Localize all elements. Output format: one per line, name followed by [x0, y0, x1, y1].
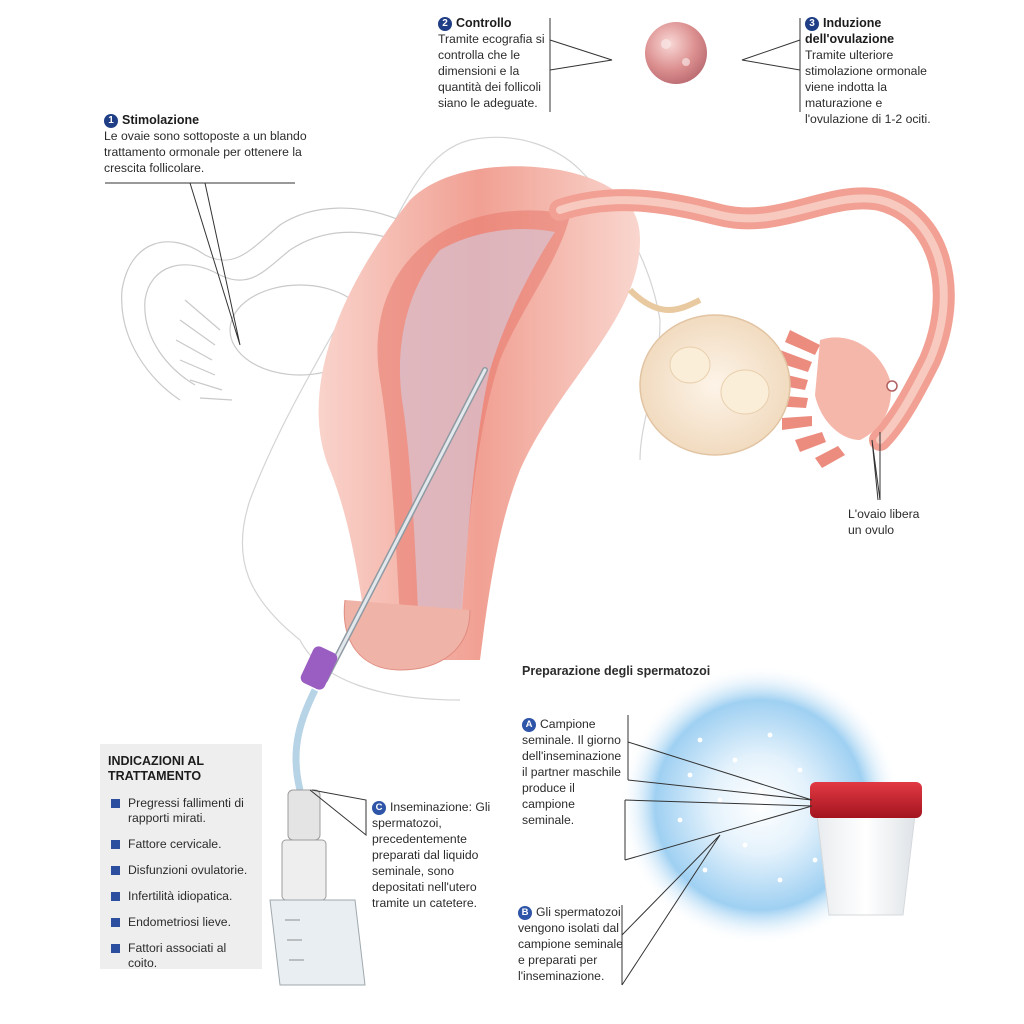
follicle-image [645, 22, 707, 84]
step-description: Inseminazione: Gli spermatozoi, preceden… [372, 800, 491, 910]
bullet-square-icon [111, 918, 120, 927]
step-description: Tramite ulteriore stimolazione ormonale … [805, 48, 931, 126]
indications-title: INDICAZIONI AL TRATTAMENTO [108, 754, 204, 783]
step-letter-badge: C [372, 801, 386, 815]
released-egg [886, 380, 898, 392]
list-item: Fattore cervicale. [108, 837, 254, 852]
bullet-square-icon [111, 799, 120, 808]
indications-list: Pregressi fallimenti di rapporti mirati.… [108, 796, 254, 971]
step-description: Tramite ecografia si controlla che le di… [438, 32, 545, 110]
step-number-badge: 1 [104, 114, 118, 128]
sample-cup [816, 814, 916, 916]
list-item: Pregressi fallimenti di rapporti mirati. [108, 796, 254, 826]
step-description: Gli spermatozoi vengono isolati dal camp… [518, 905, 624, 983]
sperm-prep-title: Preparazione degli spermatozoi [522, 664, 711, 678]
indications-panel: INDICAZIONI AL TRATTAMENTO Pregressi fal… [100, 744, 262, 971]
bullet-square-icon [111, 840, 120, 849]
right-ovary [639, 314, 791, 456]
list-item: Disfunzioni ovulatorie. [108, 863, 254, 878]
sperm-cells [677, 732, 818, 883]
step-controllo: 2 Controllo Tramite ecografia si controll… [438, 15, 548, 111]
list-item: Fattori associati al coito. [108, 941, 254, 971]
list-item: Infertilità idiopatica. [108, 889, 254, 904]
step-letter-badge: B [518, 906, 532, 920]
step-description: Campione seminale. Il giorno dell'insemi… [522, 717, 622, 827]
bullet-square-icon [111, 892, 120, 901]
bullet-square-icon [111, 866, 120, 875]
list-item: Endometriosi lieve. [108, 915, 254, 930]
catheter-ring [300, 646, 338, 690]
step-number-badge: 2 [438, 17, 452, 31]
step-title: Controllo [456, 16, 512, 30]
step-number-badge: 3 [805, 17, 819, 31]
step-title: Induzione dell'ovulazione [805, 16, 895, 46]
cup-lid [810, 782, 922, 818]
step-description: Le ovaie sono sottoposte a un blando tra… [104, 129, 307, 175]
ovary-release-label: L'ovaio libera un ovulo [848, 507, 920, 537]
bullet-square-icon [111, 944, 120, 953]
step-letter-badge: A [522, 718, 536, 732]
step-stimolazione: 1 Stimolazione Le ovaie sono sottoposte a… [104, 112, 309, 176]
step-title: Stimolazione [122, 113, 200, 127]
